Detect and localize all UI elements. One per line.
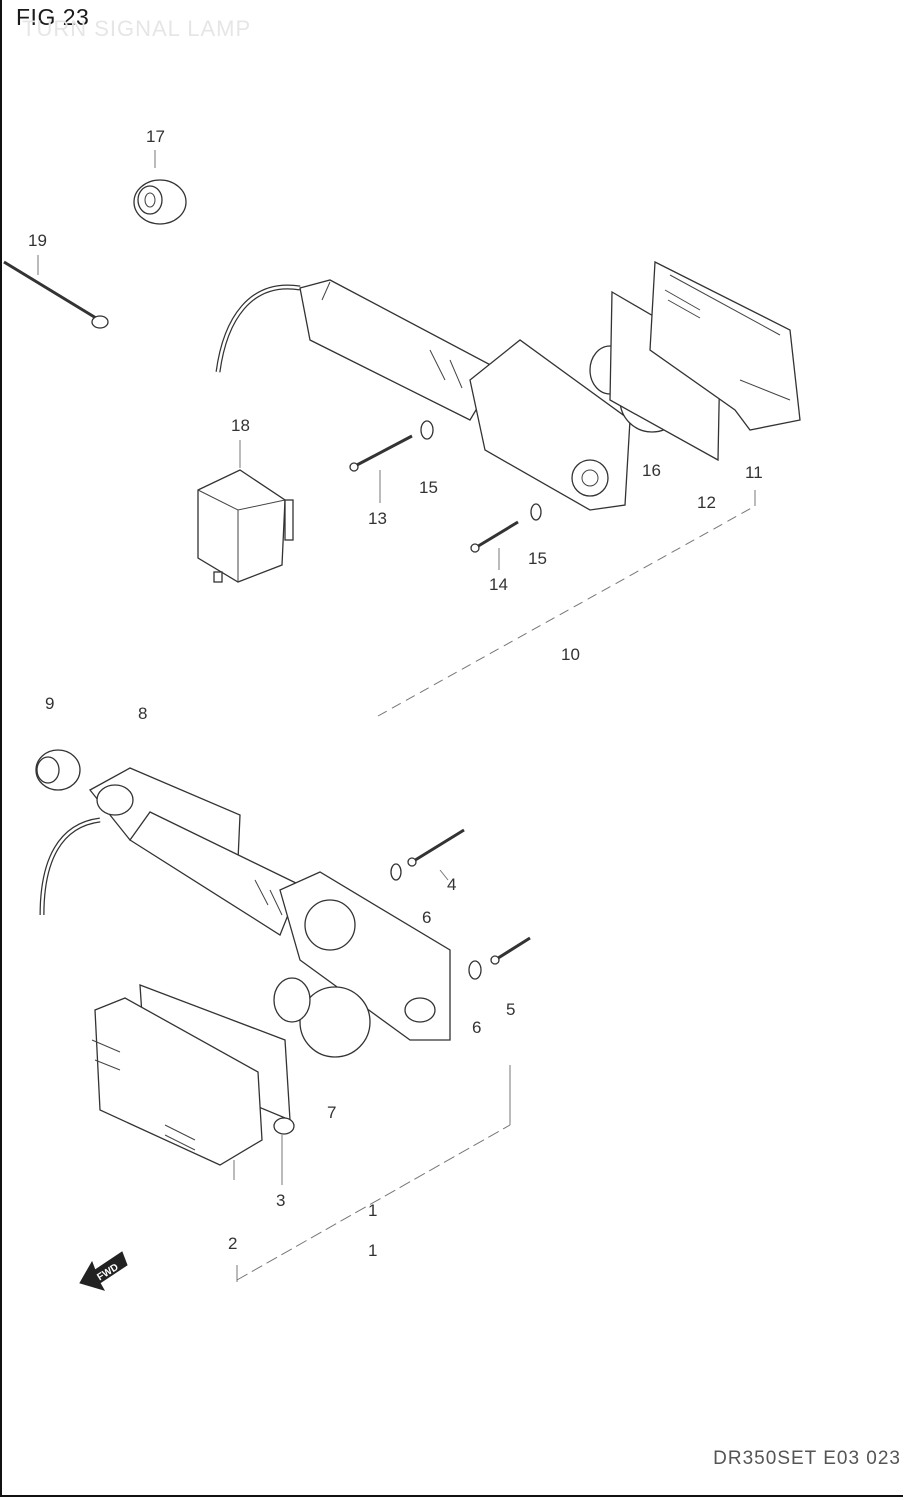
callout-6b: 6 [472, 1018, 481, 1037]
callout-16: 16 [642, 461, 661, 480]
callout-13: 13 [368, 509, 387, 528]
callout-6a: 6 [422, 908, 431, 927]
screw-5 [490, 936, 531, 965]
upper-lamp-assembly [215, 260, 801, 717]
callout-9: 9 [45, 694, 54, 713]
washer-15b [530, 503, 542, 521]
callout-8: 8 [138, 704, 147, 723]
washer-6b [468, 960, 482, 980]
callout-2: 2 [228, 1234, 237, 1253]
drawing-code: DR350SET E03 023 [713, 1448, 901, 1469]
callout-12: 12 [697, 493, 716, 512]
callout-15a: 15 [419, 478, 438, 497]
callout-17: 17 [146, 127, 165, 146]
screw-13 [349, 434, 413, 503]
callout-4: 4 [447, 875, 456, 894]
callout-1a: 1 [368, 1201, 377, 1220]
washer-15a [420, 420, 434, 440]
callout-11: 11 [745, 463, 763, 482]
figure-subtitle: TURN SIGNAL LAMP [22, 16, 252, 41]
relay-18 [197, 440, 294, 583]
callout-10: 10 [561, 645, 580, 664]
grommet-9 [35, 749, 81, 791]
callout-15b: 15 [528, 549, 547, 568]
screw-4 [407, 828, 465, 881]
lower-lamp-assembly [35, 749, 511, 1282]
callout-19: 19 [28, 231, 47, 250]
screw-14 [470, 520, 519, 570]
callout-1b: 1 [368, 1241, 377, 1260]
callout-7: 7 [327, 1103, 336, 1122]
callout-5: 5 [506, 1000, 515, 1019]
figure-title: FIG 23 [16, 4, 90, 30]
callout-14: 14 [489, 575, 508, 594]
grommet-17 [133, 150, 187, 225]
callout-3: 3 [276, 1191, 285, 1210]
callout-18: 18 [231, 416, 250, 435]
bolt-19 [3, 255, 109, 329]
washer-6a [390, 863, 402, 881]
forward-arrow-icon: FWD [79, 1251, 128, 1291]
